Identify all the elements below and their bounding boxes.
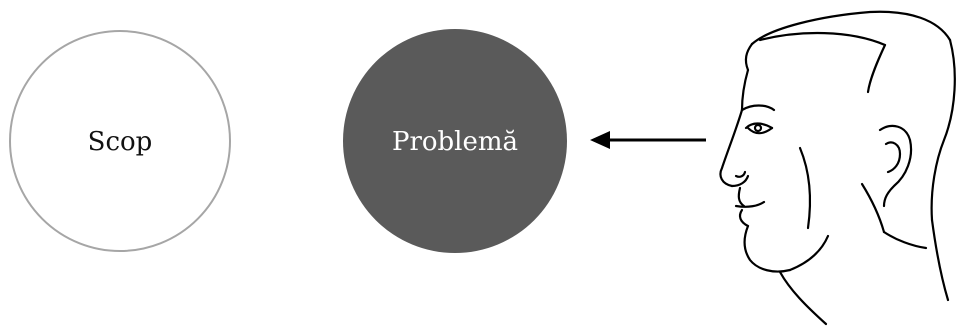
problem-label: Problemă [392, 127, 518, 157]
goal-node: Scop [9, 30, 231, 252]
human-head-profile-icon [719, 10, 956, 326]
problem-node: Problemă [343, 29, 567, 253]
goal-label: Scop [88, 127, 153, 157]
arrow-left-icon [590, 131, 706, 149]
goal-circle [9, 30, 231, 252]
problem-circle [343, 29, 567, 253]
